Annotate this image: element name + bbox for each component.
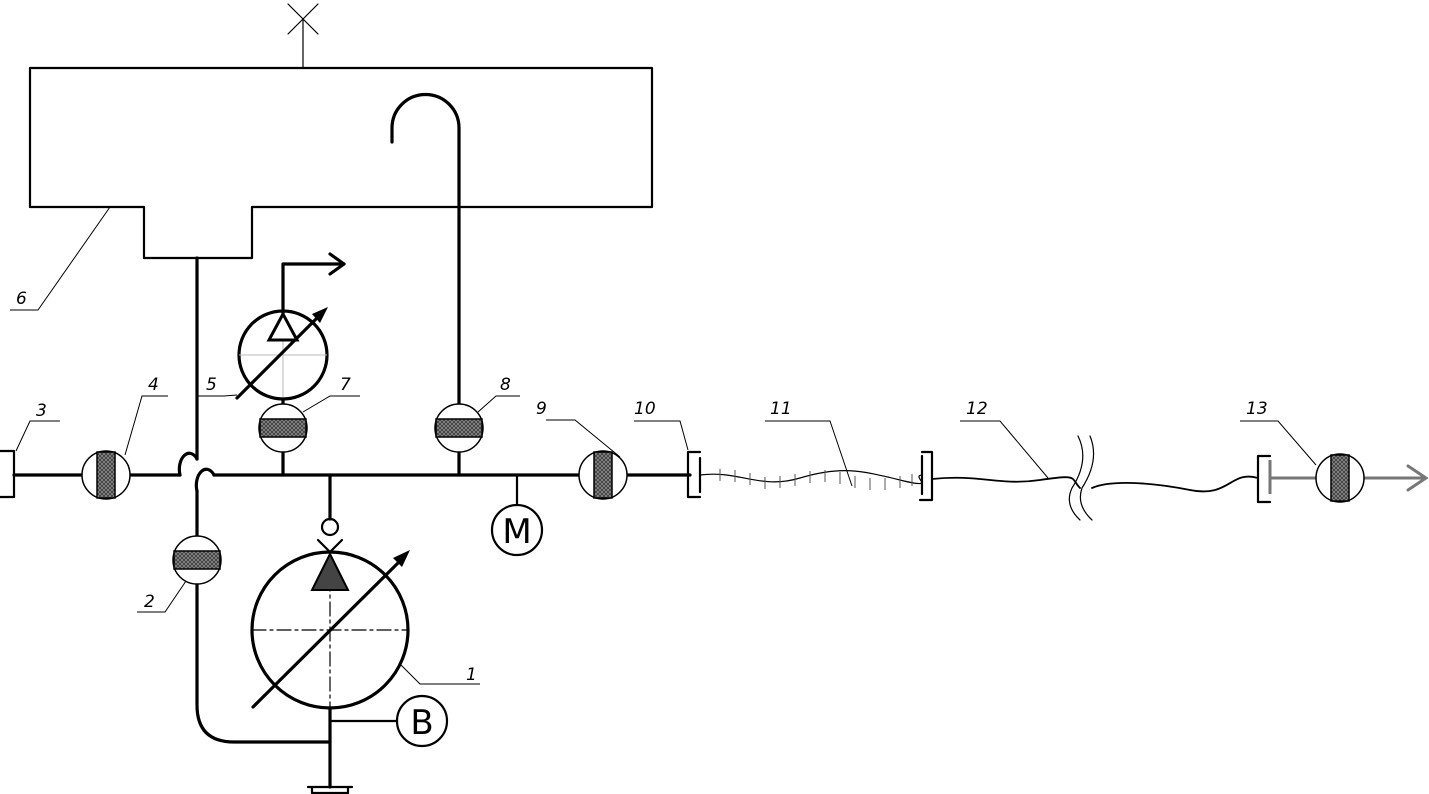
auxiliary-pump [235,252,346,477]
pressure-gauge: M [490,473,544,557]
label-3: 3 [36,401,47,421]
vacuum-gauge: B [328,694,449,748]
vacuum-gauge-label: B [410,703,433,743]
valve-13[interactable] [1315,453,1365,503]
label-12: 12 [966,399,988,419]
label-4: 4 [148,375,159,395]
tank-outlet-line [195,256,332,744]
leader-lines [10,206,1317,685]
label-6: 6 [16,289,27,309]
part-labels: 1 2 3 4 5 6 7 8 9 10 11 12 13 [16,289,1268,685]
label-1: 1 [466,665,477,685]
pressure-gauge-label: M [502,512,531,552]
valve-8[interactable] [434,403,484,453]
long-hose [931,435,1259,521]
label-9: 9 [536,399,547,419]
main-pump [250,473,410,794]
valve-4[interactable] [81,450,131,500]
hose-connection [686,450,934,502]
return-pipe [390,92,461,477]
label-13: 13 [1246,399,1268,419]
valve-2[interactable] [172,535,222,585]
label-7: 7 [340,375,351,395]
label-8: 8 [500,375,511,395]
valve-9[interactable] [578,450,628,500]
label-5: 5 [206,375,217,395]
valve-7[interactable] [258,403,308,453]
label-10: 10 [634,399,656,419]
label-11: 11 [770,399,792,419]
label-2: 2 [144,592,155,612]
tank [28,3,654,260]
outlet-nozzle [1256,454,1429,504]
